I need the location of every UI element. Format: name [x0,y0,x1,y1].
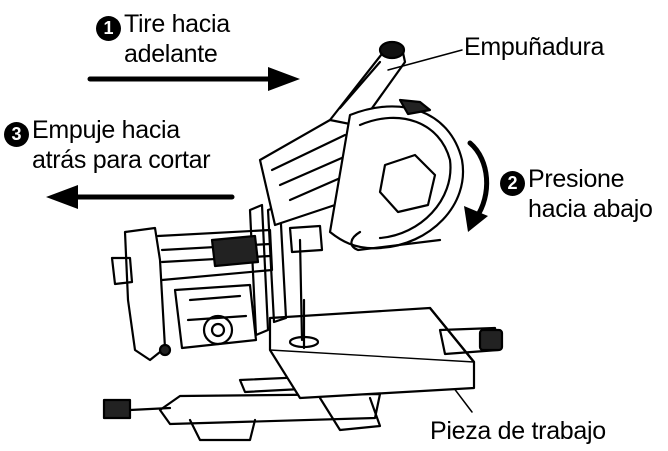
step3-line1: Empuje hacia [32,116,180,144]
miter-saw-illustration [102,40,504,442]
arrow-down-curve-icon [464,140,490,232]
step2-line1: Presione [528,165,625,193]
workpiece-label: Pieza de trabajo [430,417,606,445]
step1-line1: Tire hacia [124,10,230,38]
arrow-right-icon [87,67,300,91]
step1-number-badge: 1 [96,16,121,41]
step2-line2: hacia abajo [528,195,653,223]
step3-line2: atrás para cortar [32,146,211,174]
handle-label: Empuñadura [464,33,605,61]
step3-number-badge: 3 [4,122,29,147]
step1-line2: adelante [124,40,218,68]
step2-number-badge: 2 [500,171,525,196]
arrow-left-icon [46,185,235,209]
